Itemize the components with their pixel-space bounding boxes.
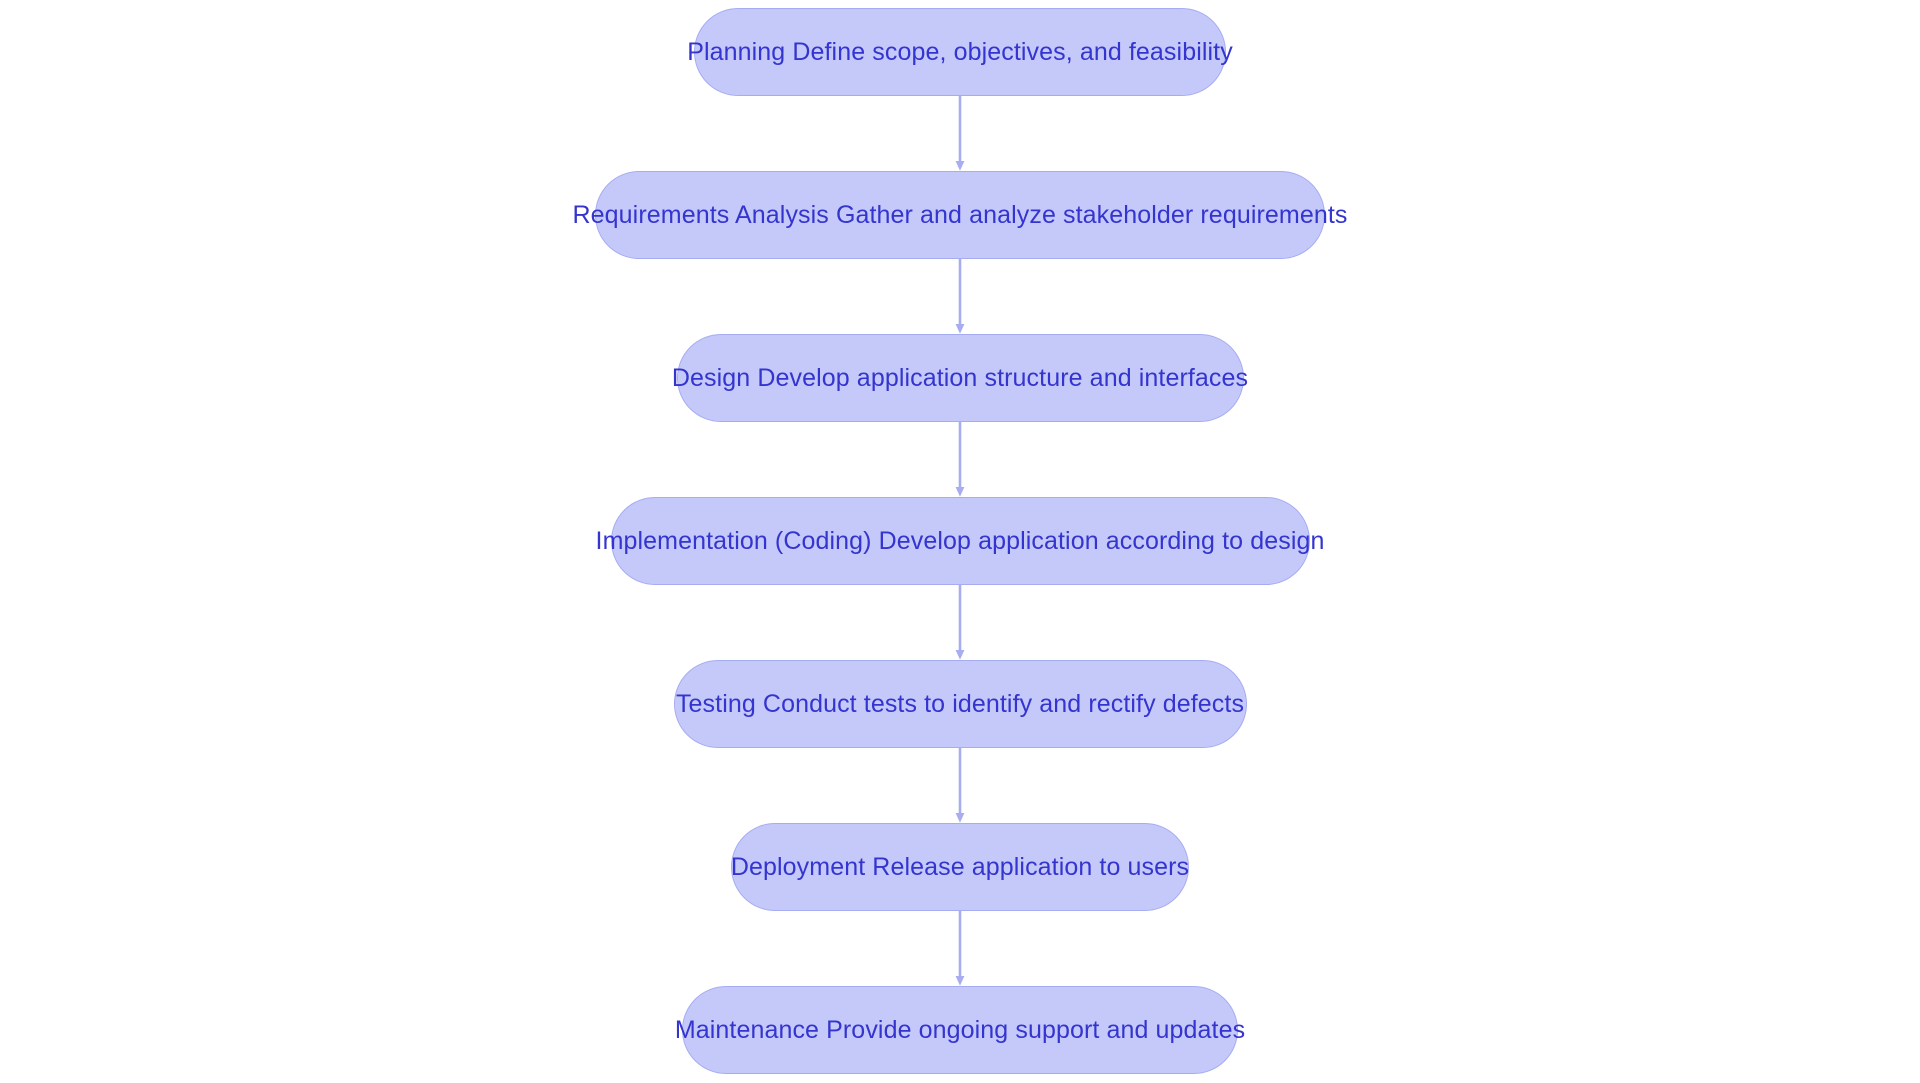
flow-node-label: Requirements Analysis Gather and analyze…: [572, 200, 1348, 229]
flow-node-row: Implementation (Coding) Develop applicat…: [0, 497, 1920, 585]
flow-node-row: Planning Define scope, objectives, and f…: [0, 8, 1920, 96]
flow-node-deployment[interactable]: Deployment Release application to users: [731, 823, 1189, 911]
flow-node-label: Maintenance Provide ongoing support and …: [674, 1015, 1246, 1044]
flow-node-row: Design Develop application structure and…: [0, 334, 1920, 422]
flow-node-label: Implementation (Coding) Develop applicat…: [595, 526, 1325, 555]
flow-node-label: Design Develop application structure and…: [671, 363, 1249, 392]
flow-node-row: Requirements Analysis Gather and analyze…: [0, 171, 1920, 259]
flow-node-design[interactable]: Design Develop application structure and…: [672, 334, 1248, 422]
flow-node-testing[interactable]: Testing Conduct tests to identify and re…: [673, 660, 1247, 748]
flow-node-label: Testing Conduct tests to identify and re…: [675, 689, 1245, 718]
flow-node-row: Testing Conduct tests to identify and re…: [0, 660, 1920, 748]
flow-node-label: Deployment Release application to users: [730, 852, 1190, 881]
flow-node-requirements-analysis[interactable]: Requirements Analysis Gather and analyze…: [573, 171, 1347, 259]
flow-node-maintenance[interactable]: Maintenance Provide ongoing support and …: [675, 986, 1245, 1074]
flow-node-label: Planning Define scope, objectives, and f…: [687, 37, 1233, 66]
flow-node-row: Deployment Release application to users: [0, 823, 1920, 911]
flow-node-implementation[interactable]: Implementation (Coding) Develop applicat…: [596, 497, 1324, 585]
flow-node-row: Maintenance Provide ongoing support and …: [0, 986, 1920, 1074]
flow-node-planning[interactable]: Planning Define scope, objectives, and f…: [687, 8, 1233, 96]
